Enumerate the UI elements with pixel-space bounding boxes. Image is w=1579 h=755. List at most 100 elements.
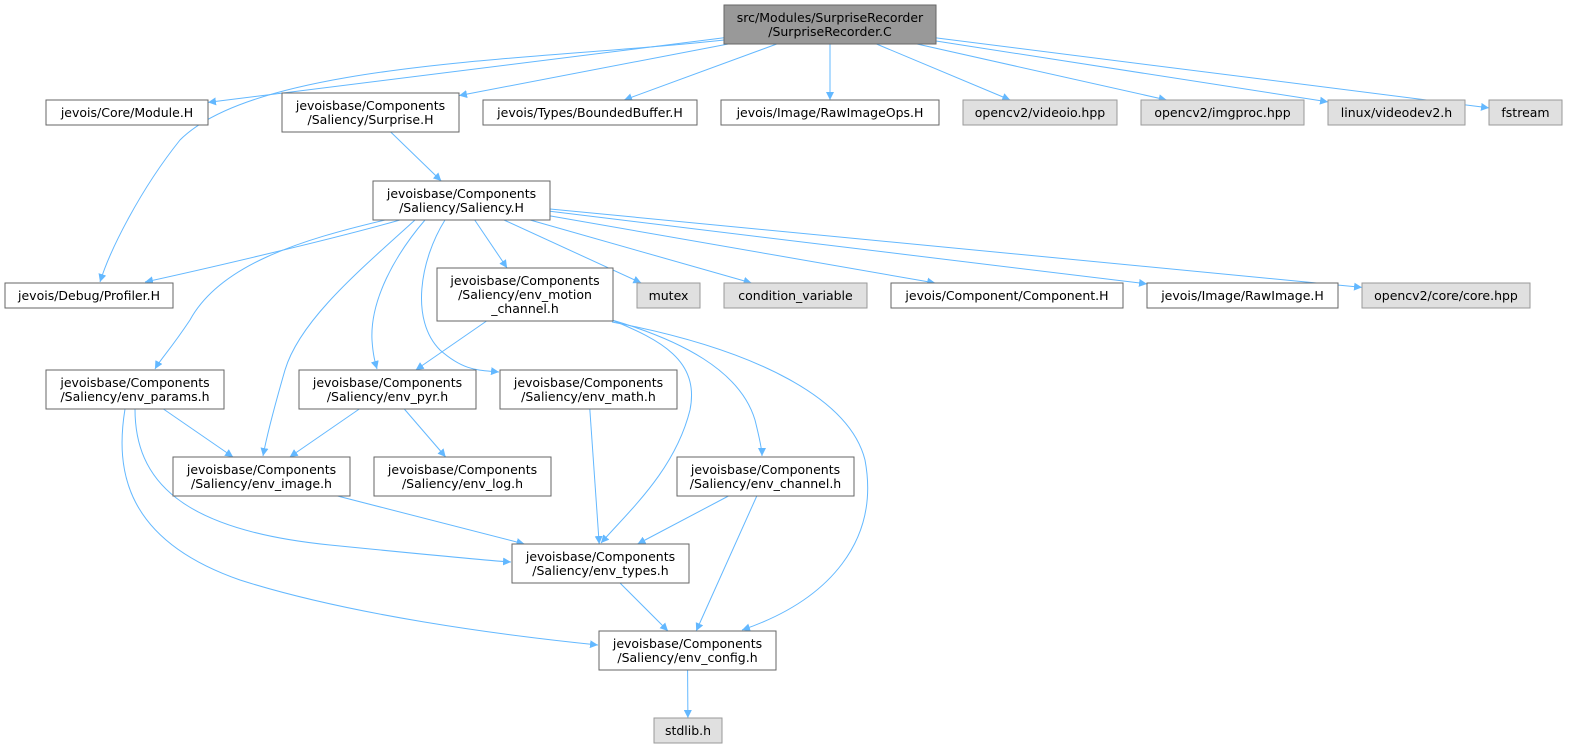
node-root[interactable]: src/Modules/SurpriseRecorder/SurpriseRec…	[723, 4, 937, 45]
node-module-h[interactable]: jevois/Core/Module.H	[45, 99, 209, 126]
node-label-line: /SurpriseRecorder.C	[768, 24, 892, 39]
node-env-params-h[interactable]: jevoisbase/Components/Saliency/env_param…	[45, 369, 225, 410]
node-env-motion-channel-h[interactable]: jevoisbase/Components/Saliency/env_motio…	[436, 267, 614, 322]
nodes-layer: src/Modules/SurpriseRecorder/SurpriseRec…	[4, 4, 1563, 744]
node-profiler-h[interactable]: jevois/Debug/Profiler.H	[4, 282, 174, 309]
edge-env_channel_h-to-env_config_h	[695, 495, 758, 632]
edge-saliency_h-to-profiler_h	[144, 219, 401, 285]
node-box	[372, 180, 551, 221]
node-box	[172, 456, 351, 497]
node-boundedbuffer-h[interactable]: jevois/Types/BoundedBuffer.H	[482, 99, 698, 126]
node-label-line: jevois/Image/RawImage.H	[1160, 288, 1324, 303]
edge-arrow	[121, 408, 599, 649]
node-box	[4, 282, 174, 309]
edge-arrow	[289, 408, 360, 458]
node-surprise-h[interactable]: jevoisbase/Components/Saliency/Surprise.…	[281, 92, 460, 133]
node-label-line: opencv2/videoio.hpp	[975, 105, 1106, 120]
node-label-line: /Saliency/env_params.h	[60, 389, 209, 404]
node-label-line: jevoisbase/Components	[387, 462, 537, 477]
edge-saliency_h-to-env_motion_channel_h	[474, 219, 508, 269]
edge-surprise_h-to-saliency_h	[390, 131, 442, 182]
edge-env_pyr_h-to-env_image_h	[289, 408, 360, 458]
edge-root-to-boundedbuffer_h	[623, 43, 777, 102]
node-rawimage-h[interactable]: jevois/Image/RawImage.H	[1146, 282, 1339, 309]
edge-arrow	[611, 319, 766, 457]
edge-arrow	[876, 43, 1011, 101]
node-mutex: mutex	[636, 282, 701, 309]
node-box	[1140, 99, 1305, 126]
edge-arrow	[458, 43, 729, 99]
node-box	[1146, 282, 1339, 309]
node-label-line: _channel.h	[490, 301, 559, 316]
node-env-config-h[interactable]: jevoisbase/Components/Saliency/env_confi…	[598, 630, 777, 671]
node-label-line: mutex	[649, 288, 689, 303]
edge-arrow	[415, 320, 487, 371]
edge-env_params_h-to-env_config_h	[121, 408, 599, 649]
node-label-line: /Saliency/env_image.h	[191, 476, 332, 491]
node-component-h[interactable]: jevois/Component/Component.H	[890, 282, 1124, 309]
edge-arrow	[260, 219, 416, 457]
node-env-types-h[interactable]: jevoisbase/Components/Saliency/env_types…	[511, 543, 690, 584]
node-env-channel-h[interactable]: jevoisbase/Components/Saliency/env_chann…	[676, 456, 855, 497]
node-label-line: src/Modules/SurpriseRecorder	[737, 10, 924, 25]
edge-arrow	[600, 319, 692, 544]
edge-root-to-module_h	[207, 37, 725, 106]
node-label-line: condition_variable	[738, 288, 853, 303]
edge-arrow	[144, 219, 401, 285]
edge-arrow	[935, 37, 1490, 111]
node-rawimageops-h[interactable]: jevois/Image/RawImageOps.H	[720, 99, 940, 126]
edge-arrow	[549, 208, 1363, 291]
node-core-hpp: opencv2/core/core.hpp	[1361, 282, 1531, 309]
edge-arrow	[474, 219, 508, 269]
node-label-line: /Saliency/env_pyr.h	[327, 389, 448, 404]
node-label-line: jevois/Debug/Profiler.H	[17, 288, 160, 303]
node-saliency-h[interactable]: jevoisbase/Components/Saliency/Saliency.…	[372, 180, 551, 221]
edge-arrow	[207, 37, 725, 106]
node-label-line: jevoisbase/Components	[612, 636, 762, 651]
node-box	[298, 369, 477, 410]
edge-root-to-videoio_hpp	[876, 43, 1011, 101]
edge-env_types_h-to-env_config_h	[619, 582, 669, 632]
node-box	[653, 717, 723, 744]
edge-arrow	[623, 43, 777, 102]
node-env-image-h[interactable]: jevoisbase/Components/Saliency/env_image…	[172, 456, 351, 497]
node-stdlib-h: stdlib.h	[653, 717, 723, 744]
node-box	[723, 282, 868, 309]
node-label-line: jevoisbase/Components	[513, 375, 663, 390]
edge-env_motion_channel_h-to-env_config_h	[611, 321, 869, 632]
node-label-line: jevoisbase/Components	[312, 375, 462, 390]
edge-env_pyr_h-to-env_log_h	[403, 408, 447, 458]
node-label-line: /Saliency/env_config.h	[617, 650, 757, 665]
edge-arrow	[619, 582, 669, 632]
edge-arrow	[935, 40, 1329, 105]
node-box	[723, 4, 937, 45]
node-box	[1488, 99, 1563, 126]
node-env-pyr-h[interactable]: jevoisbase/Components/Saliency/env_pyr.h	[298, 369, 477, 410]
edge-saliency_h-to-env_params_h	[154, 219, 386, 370]
edge-arrow	[370, 219, 426, 370]
edge-saliency_h-to-component_h	[549, 215, 936, 286]
node-label-line: jevois/Image/RawImageOps.H	[736, 105, 924, 120]
edge-root-to-surprise_h	[458, 43, 729, 99]
node-label-line: /Saliency/Saliency.H	[399, 200, 524, 215]
edge-env_motion_channel_h-to-env_channel_h	[611, 319, 766, 457]
node-box	[1327, 99, 1466, 126]
edge-root-to-imgproc_hpp	[916, 43, 1167, 103]
edge-saliency_h-to-rawimage_h	[549, 210, 1148, 287]
node-label-line: jevoisbase/Components	[186, 462, 336, 477]
node-box	[511, 543, 690, 584]
node-label-line: fstream	[1501, 105, 1549, 120]
edge-arrow	[98, 39, 725, 283]
edge-arrow	[589, 408, 603, 545]
node-env-math-h[interactable]: jevoisbase/Components/Saliency/env_math.…	[499, 369, 678, 410]
node-label-line: jevois/Types/BoundedBuffer.H	[496, 105, 683, 120]
edges-layer	[98, 37, 1490, 719]
node-videoio-hpp: opencv2/videoio.hpp	[962, 99, 1118, 126]
node-imgproc-hpp: opencv2/imgproc.hpp	[1140, 99, 1305, 126]
edge-arrow	[549, 210, 1148, 287]
node-env-log-h[interactable]: jevoisbase/Components/Saliency/env_log.h	[373, 456, 552, 497]
edge-env_params_h-to-env_types_h	[134, 408, 512, 566]
node-box	[45, 369, 225, 410]
edge-env_params_h-to-env_image_h	[163, 408, 234, 458]
